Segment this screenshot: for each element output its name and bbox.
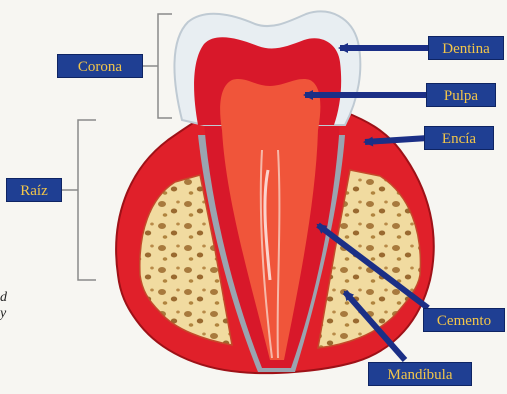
mandibula-label: Mandíbula	[368, 362, 472, 386]
cropped-side-text-2: y	[0, 306, 6, 322]
dentina-label: Dentina	[428, 36, 504, 60]
encia-arrow	[365, 138, 428, 142]
pulpa-label: Pulpa	[426, 83, 496, 107]
cropped-side-text-1: d	[0, 290, 7, 306]
raiz-label: Raíz	[6, 178, 62, 202]
raiz-bracket	[62, 120, 96, 280]
encia-label: Encía	[424, 126, 494, 150]
corona-bracket	[142, 14, 172, 118]
cemento-label: Cemento	[423, 308, 505, 332]
corona-label: Corona	[57, 54, 143, 78]
